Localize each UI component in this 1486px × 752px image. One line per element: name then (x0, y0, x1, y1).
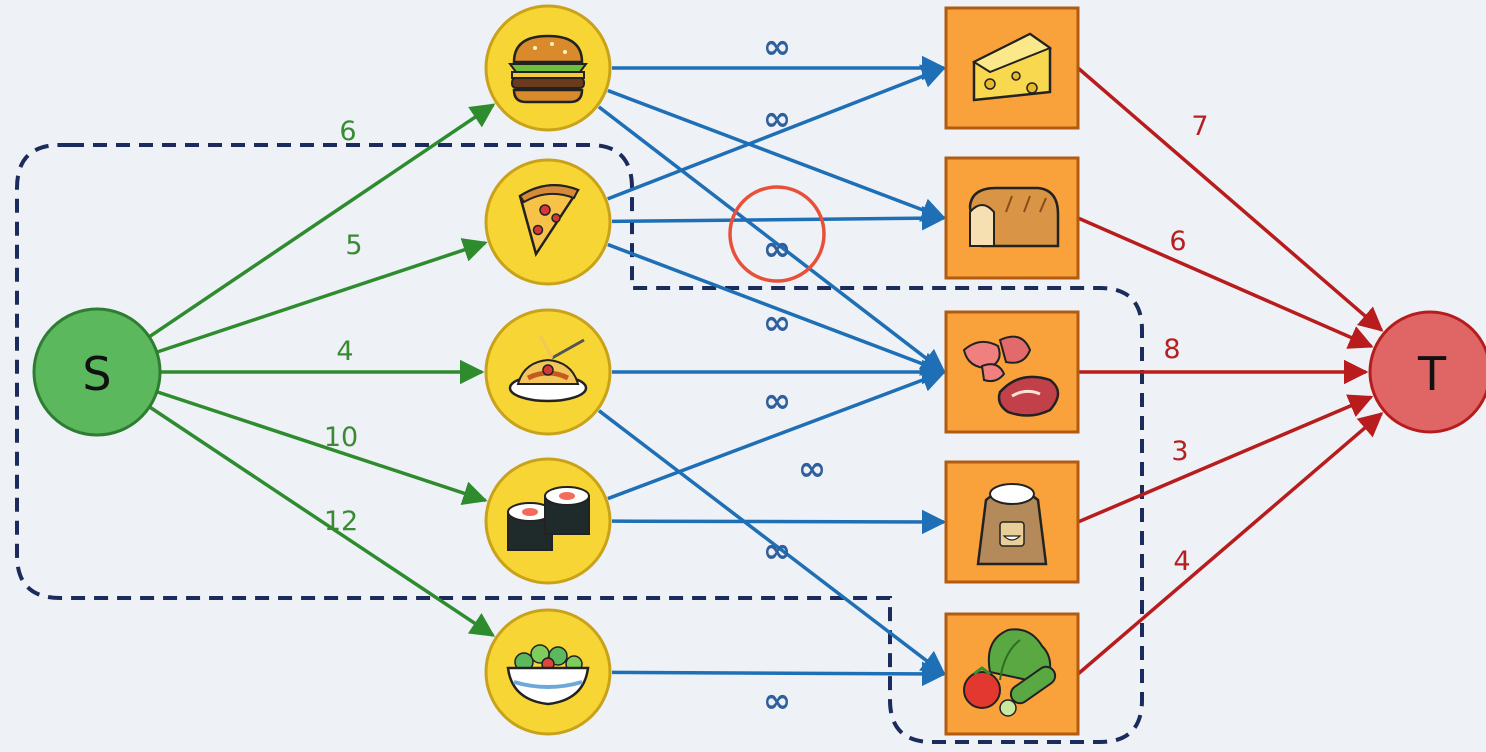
dish-node-pizza (484, 158, 612, 286)
infinity-label: ∞ (763, 229, 791, 269)
ingredient-node-meat (944, 310, 1080, 434)
edge-burger-bread (607, 88, 947, 222)
sink-edge-rice (1077, 394, 1374, 524)
edge-pizza-cheese (607, 64, 947, 201)
capacity-label-source-sushi: 10 (324, 422, 358, 453)
capacity-label-sink-vegetables: 4 (1173, 546, 1190, 577)
burger-icon (508, 34, 588, 104)
sink-edge-bread (1077, 216, 1374, 349)
spaghetti-icon (508, 335, 588, 403)
capacity-label-sink-cheese: 7 (1191, 111, 1208, 142)
source-node: S (32, 307, 162, 437)
ingredient-node-bread (944, 156, 1080, 280)
edge-salad-vegetables (611, 661, 947, 687)
infinity-label: ∞ (798, 449, 826, 489)
dish-node-sushi (484, 457, 612, 585)
capacity-label-source-burger: 6 (339, 116, 356, 147)
infinity-label: ∞ (763, 681, 791, 721)
capacity-label-sink-bread: 6 (1169, 226, 1186, 257)
infinity-label: ∞ (763, 27, 791, 67)
infinity-label: ∞ (763, 531, 791, 571)
highlight-circle (728, 185, 826, 283)
cheese-icon (971, 32, 1053, 102)
capacity-label-source-spaghetti: 4 (336, 336, 353, 367)
sink-edge-vegetables (1076, 412, 1384, 676)
source-label: S (82, 347, 111, 401)
capacity-label-source-salad: 12 (324, 506, 358, 537)
infinity-label: ∞ (763, 99, 791, 139)
dish-node-salad (484, 608, 612, 736)
ingredient-node-rice (944, 460, 1080, 584)
salad-bowl-icon (506, 644, 590, 706)
capacity-label-source-pizza: 5 (345, 230, 362, 261)
source-edge-sushi (156, 390, 488, 506)
infinity-label: ∞ (763, 381, 791, 421)
min-cut-boundary (15, 143, 1144, 744)
dish-node-burger (484, 4, 612, 132)
infinity-label-highlighted: ∞ (763, 229, 791, 269)
edge-burger-meat (597, 105, 946, 374)
pizza-slice-icon (518, 183, 580, 257)
edge-spaghetti-vegetables (597, 409, 946, 676)
sink-node: T (1368, 310, 1486, 434)
infinity-label: ∞ (763, 303, 791, 343)
bread-loaf-icon (968, 186, 1060, 248)
dish-node-spaghetti (484, 308, 612, 436)
sink-label: T (1417, 347, 1447, 401)
meat-icon (962, 335, 1060, 417)
rice-sack-icon (976, 483, 1048, 566)
capacity-label-sink-rice: 3 (1171, 436, 1188, 467)
source-edge-burger (148, 103, 496, 339)
vegetables-icon (963, 628, 1057, 717)
sushi-roll-icon (507, 486, 590, 551)
ingredient-node-vegetables (944, 612, 1080, 736)
edge-pizza-bread (611, 205, 947, 231)
capacity-label-sink-meat: 8 (1163, 334, 1180, 365)
edge-sushi-meat (607, 368, 947, 501)
ingredient-node-cheese (944, 6, 1080, 130)
source-edge-salad (148, 405, 496, 637)
edge-sushi-rice (611, 509, 947, 535)
source-edge-pizza (156, 238, 488, 354)
sink-edge-cheese (1076, 66, 1384, 332)
edge-pizza-meat (607, 242, 947, 376)
